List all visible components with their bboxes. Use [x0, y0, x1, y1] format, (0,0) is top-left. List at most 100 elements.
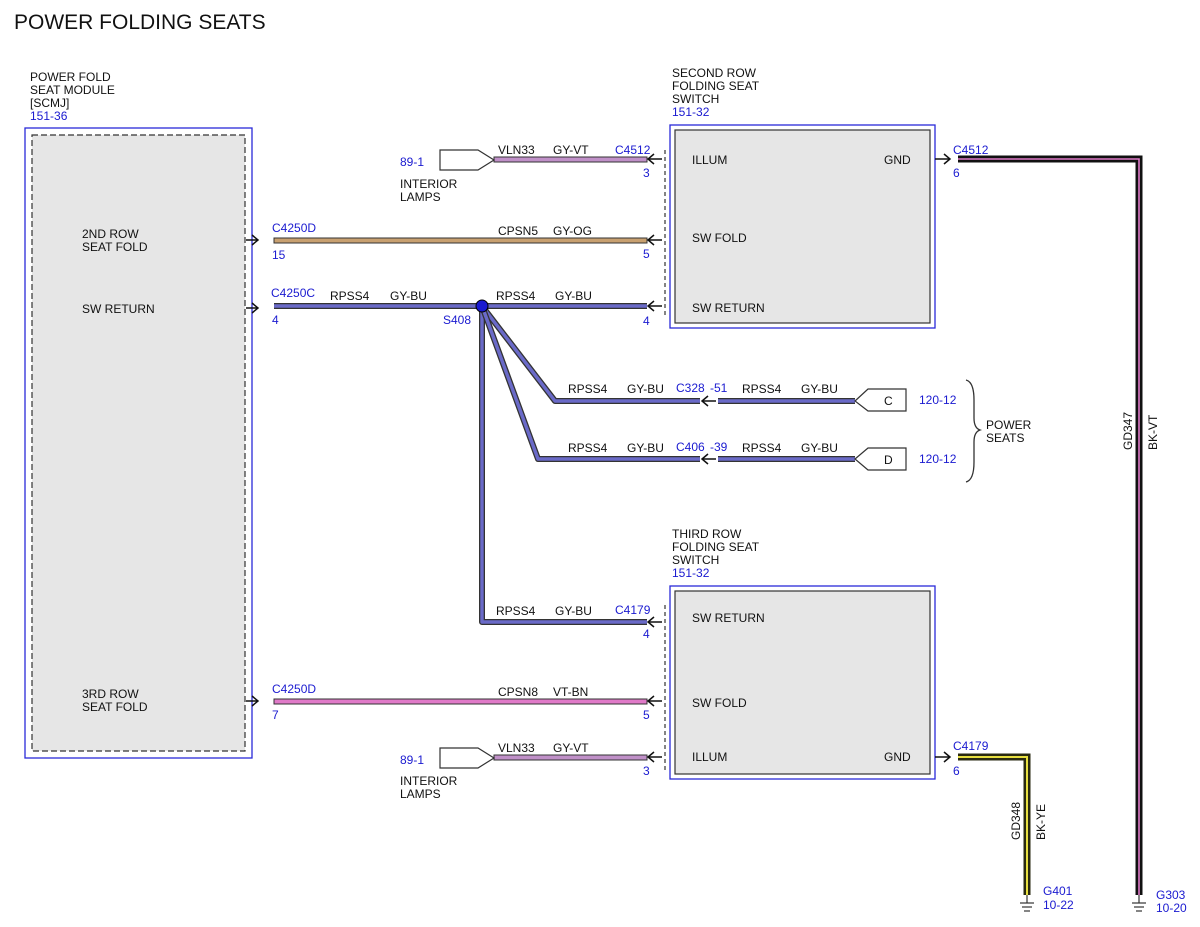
rpss4-d-name: RPSS4	[568, 441, 608, 455]
c328-label: C328	[676, 381, 705, 395]
rpss4-d-color: GY-BU	[627, 441, 664, 455]
rpss4-sw2-color: GY-BU	[555, 289, 592, 303]
lamps-top-ref: 89-1	[400, 155, 424, 169]
rpss4-d-color2: GY-BU	[801, 441, 838, 455]
c4179-pin6: 6	[953, 764, 960, 778]
c4250d-top-label: C4250D	[272, 221, 316, 235]
vln33-bottom-name: VLN33	[498, 741, 535, 755]
rpss4-sw2-name: RPSS4	[496, 289, 536, 303]
ground-symbol-g401	[1020, 895, 1034, 912]
scmj-module-outline	[24, 127, 253, 759]
c4250d-pin7: 7	[272, 708, 279, 722]
c4179-top-label: C4179	[615, 603, 651, 617]
power-seats-line2: SEATS	[986, 431, 1024, 445]
scmj-pin-seat3-line1: 3RD ROW	[82, 687, 139, 701]
c406-label: C406	[676, 440, 705, 454]
rpss4-c-color: GY-BU	[627, 382, 664, 396]
sw3-body	[674, 590, 931, 775]
sw3-pin-swfold: SW FOLD	[692, 696, 747, 710]
sw3-label-1: THIRD ROW	[672, 527, 742, 541]
rpss4-left-name: RPSS4	[330, 289, 370, 303]
sw3-pin-illum: ILLUM	[692, 750, 727, 764]
lamps-top-arrow-symbol	[439, 149, 496, 171]
lamps-bottom-line2: LAMPS	[400, 787, 441, 801]
page-title: POWER FOLDING SEATS	[14, 11, 266, 34]
ground-symbol-g303	[1132, 895, 1146, 912]
scmj-pin-seat2-line2: SEAT FOLD	[82, 240, 148, 254]
g303-label: G303	[1156, 888, 1186, 902]
rpss4-left-color: GY-BU	[390, 289, 427, 303]
vln33-top-color: GY-VT	[553, 143, 589, 157]
scmj-pin-seat3-line2: SEAT FOLD	[82, 700, 148, 714]
scmj-pin-swreturn: SW RETURN	[82, 302, 155, 316]
sw3-pin3: 3	[643, 764, 650, 778]
sw2-label-2: FOLDING SEAT	[672, 79, 760, 93]
c4512-pin6: 6	[953, 166, 960, 180]
power-seats-d-ref: 120-12	[919, 452, 957, 466]
lamps-bottom-line1: INTERIOR	[400, 774, 458, 788]
c4512-label: C4512	[615, 143, 651, 157]
sw2-label-3: SWITCH	[672, 92, 719, 106]
gd348-color: BK-YE	[1034, 804, 1048, 840]
sw2-body	[674, 129, 931, 324]
rpss4-c-name2: RPSS4	[742, 382, 782, 396]
scmj-label-2: SEAT MODULE	[30, 83, 115, 97]
power-seats-line1: POWER	[986, 418, 1032, 432]
rpss4-sw3-color: GY-BU	[555, 604, 592, 618]
lamps-bottom-ref: 89-1	[400, 753, 424, 767]
sw2-pin-swfold: SW FOLD	[692, 231, 747, 245]
vln33-top-name: VLN33	[498, 143, 535, 157]
power-seats-c-label: C	[884, 394, 893, 408]
c4512-pin3: 3	[643, 166, 650, 180]
wire-cpsn8	[273, 698, 648, 705]
cpsn8-name: CPSN8	[498, 685, 538, 699]
scmj-ref: 151-36	[30, 109, 68, 123]
power-seats-d-symbol	[854, 447, 907, 471]
gd347-color: BK-VT	[1146, 414, 1160, 450]
sw2-pin-gnd: GND	[884, 153, 911, 167]
gd347-name: GD347	[1121, 412, 1135, 450]
splice-s408-label: S408	[443, 313, 471, 327]
c4250d-bottom-label: C4250D	[272, 682, 316, 696]
wire-gd348	[958, 753, 1031, 895]
scmj-label-3: [SCMJ]	[30, 96, 69, 110]
sw3-pin-gnd: GND	[884, 750, 911, 764]
sw3-outline	[669, 585, 936, 780]
rpss4-sw3-name: RPSS4	[496, 604, 536, 618]
sw2-ref: 151-32	[672, 105, 710, 119]
power-seats-brace	[965, 379, 983, 483]
scmj-label-1: POWER FOLD	[30, 70, 111, 84]
scmj-pin-seat2-line1: 2ND ROW	[82, 227, 139, 241]
c4250c-label: C4250C	[271, 286, 315, 300]
scmj-module-body	[31, 134, 246, 752]
sw3-pin-swreturn: SW RETURN	[692, 611, 765, 625]
power-seats-c-symbol	[854, 388, 907, 412]
sw2-outline	[669, 124, 936, 329]
sw2-pin-illum: ILLUM	[692, 153, 727, 167]
power-seats-d-label: D	[884, 453, 893, 467]
connector-arrows	[246, 153, 952, 763]
c4250d-pin15: 15	[272, 248, 286, 262]
sw3-pin5: 5	[643, 708, 650, 722]
wire-vln33-top	[493, 156, 648, 163]
g401-ref: 10-22	[1043, 898, 1074, 912]
sw2-pin5: 5	[643, 247, 650, 261]
sw2-pin-swreturn: SW RETURN	[692, 301, 765, 315]
sw2-pin4: 4	[643, 314, 650, 328]
sw2-label-1: SECOND ROW	[672, 66, 757, 80]
lamps-top-line2: LAMPS	[400, 190, 441, 204]
g303-ref: 10-20	[1156, 901, 1187, 915]
gd348-name: GD348	[1009, 802, 1023, 840]
c4512-gnd-label: C4512	[953, 143, 989, 157]
sw3-label-3: SWITCH	[672, 553, 719, 567]
c4250c-pin4: 4	[272, 313, 279, 327]
lamps-top-line1: INTERIOR	[400, 177, 458, 191]
sw3-pin4: 4	[643, 627, 650, 641]
c406-pin: -39	[710, 440, 728, 454]
rpss4-c-color2: GY-BU	[801, 382, 838, 396]
cpsn8-color: VT-BN	[553, 685, 588, 699]
cpsn5-name: CPSN5	[498, 224, 538, 238]
rpss4-c-name: RPSS4	[568, 382, 608, 396]
wire-vln33-bottom	[493, 754, 648, 761]
